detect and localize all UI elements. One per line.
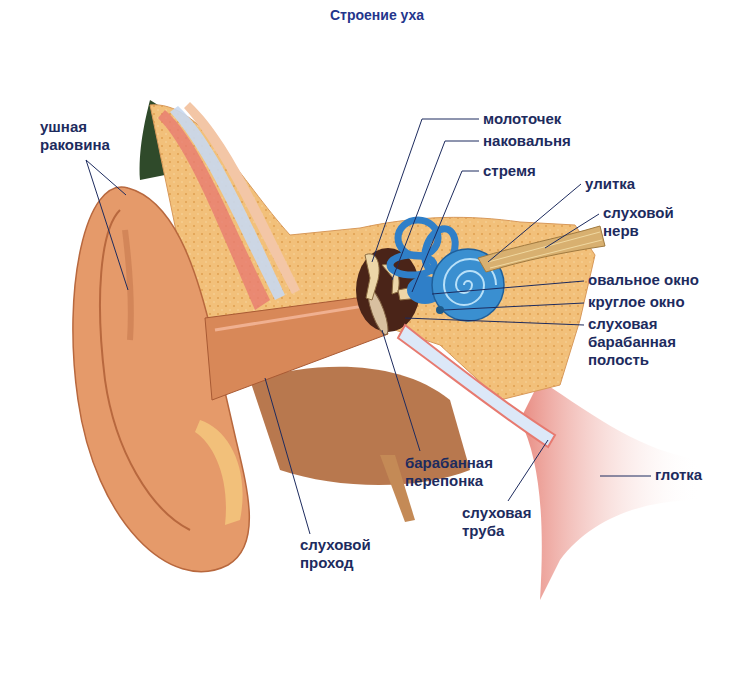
part-label: глотка bbox=[655, 466, 735, 484]
part-label: молоточек bbox=[483, 110, 623, 128]
part-label: ушная раковина bbox=[40, 118, 135, 154]
part-label: овальное окно bbox=[588, 271, 738, 289]
part-label: улитка bbox=[585, 175, 685, 193]
part-label: слуховая труба bbox=[462, 504, 552, 540]
diagram-title: Строение уха bbox=[330, 7, 424, 23]
part-label: слуховой проход bbox=[300, 536, 400, 572]
part-label: круглое окно bbox=[588, 293, 738, 311]
part-label: барабанная перепонка bbox=[405, 454, 515, 490]
part-label: слуховой нерв bbox=[603, 204, 713, 240]
part-label: слуховая барабанная полость bbox=[588, 315, 688, 369]
part-label: наковальня bbox=[483, 132, 623, 150]
